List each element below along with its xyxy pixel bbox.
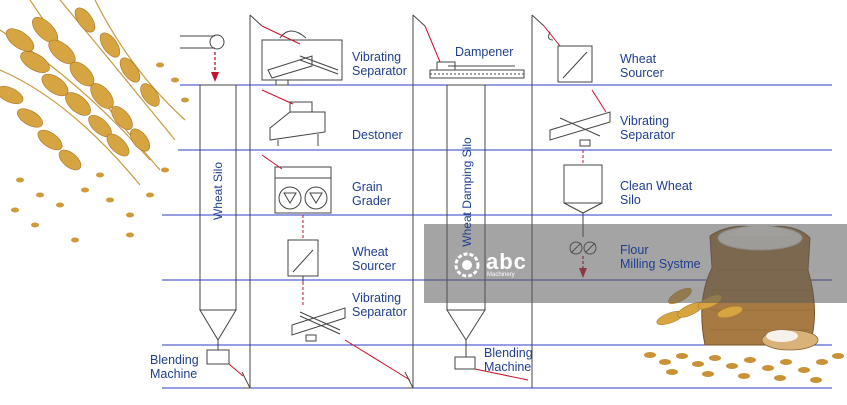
wheat-sourcer-mid [287, 239, 319, 282]
belt-conveyor [180, 34, 225, 50]
floor-lines [162, 84, 832, 389]
grain-grader [274, 166, 332, 214]
feed-line-6 [344, 339, 411, 381]
brand-subtitle: Machinery [487, 272, 515, 278]
destoner-label: Destoner [352, 128, 403, 142]
vibrating-separator-bottom [291, 307, 346, 342]
feed-line-9 [591, 89, 607, 113]
vibrating-separator-right [549, 111, 611, 147]
dampener [429, 61, 525, 79]
wheat-damping-silo [446, 84, 486, 357]
feed-line-1 [261, 25, 301, 45]
feed-line-2 [261, 89, 294, 105]
destoner [269, 101, 326, 146]
elevator-columns [241, 14, 545, 389]
brand-name: abc [486, 249, 527, 274]
dampener-label: Dampener [455, 45, 514, 59]
wheat-damping-silo-label: Wheat Damping Silo [460, 137, 474, 247]
wheat-silo-label: Wheat Silo [211, 161, 225, 221]
abc-gear-logo [454, 252, 480, 278]
vibrating-separator-top [261, 30, 343, 86]
feed-line-7 [424, 25, 441, 63]
feed-line-8 [543, 25, 561, 47]
blending-machine-left [206, 349, 244, 377]
wheat-sheaf-image [0, 0, 189, 243]
wheat-silo [199, 84, 237, 350]
watermark-band [424, 224, 847, 303]
red-arrow-into-silo [211, 52, 219, 82]
blending-machine-right [454, 356, 529, 381]
feed-line-3 [261, 154, 283, 170]
